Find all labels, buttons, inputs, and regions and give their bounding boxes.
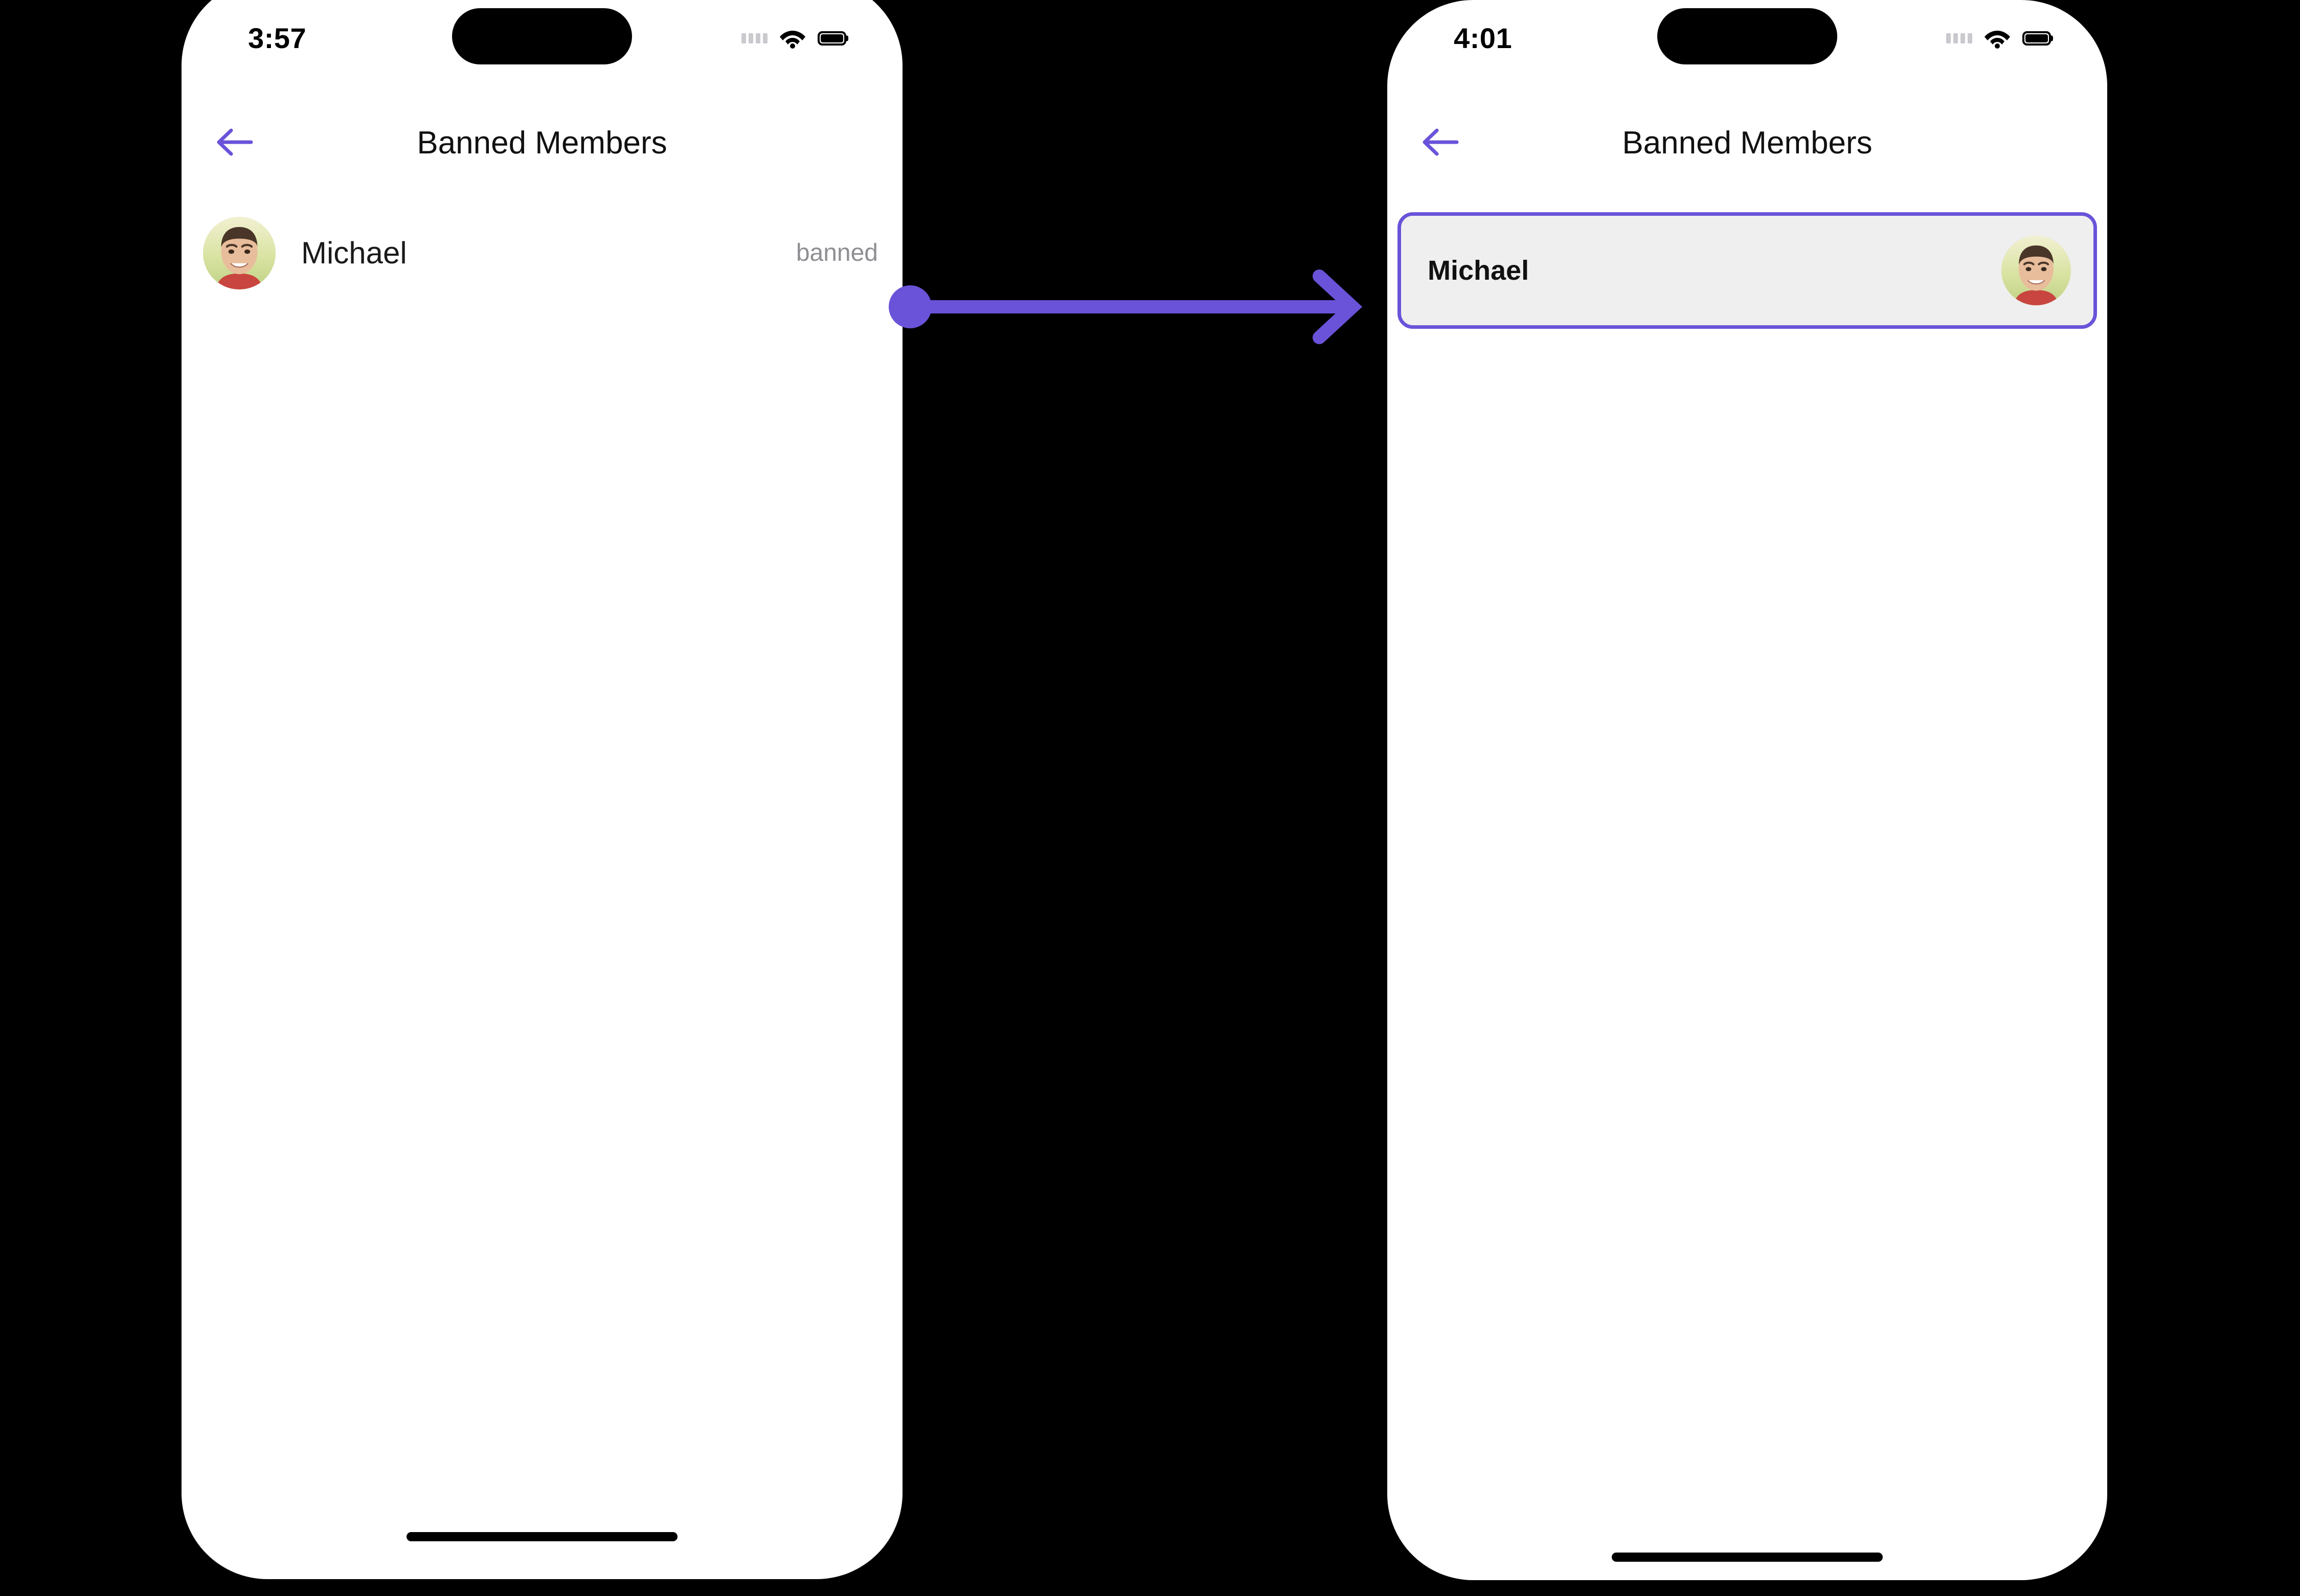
user-avatar-photo [203,217,276,289]
battery-full-icon [818,31,846,46]
cellular-signal-icon [1946,33,1972,43]
home-indicator-bar [407,1532,678,1541]
dynamic-island [1657,8,1837,64]
user-avatar-photo [2001,236,2071,305]
status-bar: 4:01 [1387,8,2107,66]
member-name: Michael [301,236,407,270]
status-bar: 3:57 [182,8,903,66]
phone-screen-before: 3:57 Banned Members [182,0,903,1579]
status-bar-indicators [741,28,846,49]
status-badge: banned [796,239,878,266]
arrow-left-icon [214,126,254,161]
dynamic-island [452,8,632,64]
back-button[interactable] [1407,113,1473,174]
member-name: Michael [1428,255,1529,286]
home-indicator-bar [1612,1553,1883,1562]
flow-arrow-right [889,269,1363,344]
back-button[interactable] [201,113,267,174]
wifi-icon [1983,28,2011,49]
status-bar-indicators [1946,28,2051,49]
navigation-bar: Banned Members [1387,113,2107,174]
banned-member-row[interactable]: Michael banned [182,215,903,291]
banned-member-row-selected[interactable]: Michael [1397,212,2097,329]
page-title: Banned Members [1622,125,1873,161]
arrow-left-icon [1420,126,1460,161]
wifi-icon [779,28,806,49]
phone-screen-after: 4:01 Banned Members Michael [1387,0,2107,1580]
status-bar-time: 3:57 [248,22,307,54]
status-bar-time: 4:01 [1454,22,1513,54]
cellular-signal-icon [741,33,768,43]
battery-full-icon [2022,31,2051,46]
page-title: Banned Members [417,125,667,161]
navigation-bar: Banned Members [182,113,903,174]
